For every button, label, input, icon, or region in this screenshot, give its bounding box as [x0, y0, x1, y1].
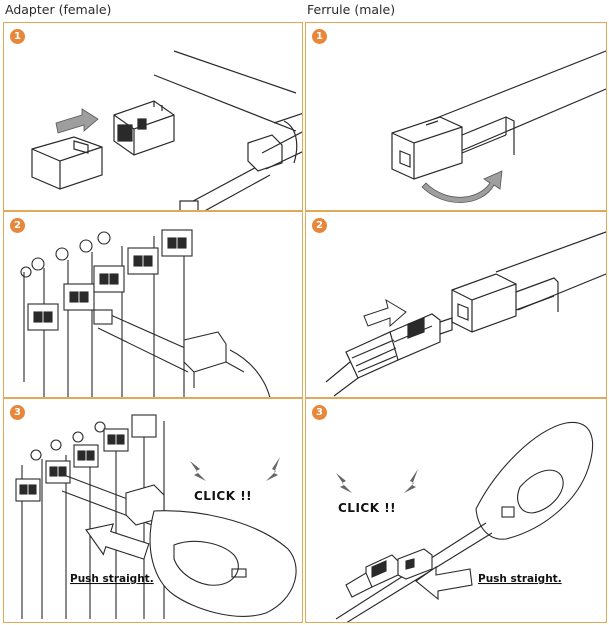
step-number-badge: 1 [312, 29, 327, 44]
adapter-step-2-panel: 2 [3, 211, 303, 398]
lightning-icon [190, 461, 206, 481]
lightning-icon [266, 457, 280, 481]
click-label: CLICK !! [338, 501, 396, 515]
adapter-insert-into-panel-illustration [20, 229, 271, 397]
adapter-click-install-illustration: CLICK !! Push straight. [15, 414, 297, 619]
push-direction-arrow-icon [415, 565, 473, 601]
ferrule-connect-illustration [325, 231, 606, 397]
step-number-badge: 2 [10, 218, 25, 233]
adapter-column-title: Adapter (female) [5, 2, 112, 17]
click-label: CLICK !! [194, 489, 252, 503]
rotate-arrow-icon [421, 170, 503, 203]
step-number-badge: 1 [10, 29, 25, 44]
step-number-badge: 2 [312, 218, 327, 233]
push-straight-label: Push straight. [70, 573, 154, 585]
adapter-step-1-panel: 1 [3, 22, 303, 211]
push-straight-label: Push straight. [478, 573, 562, 585]
adapter-remove-dust-cap-illustration [31, 50, 302, 210]
step-number-badge: 3 [10, 405, 25, 420]
push-arrow-icon [363, 298, 407, 328]
ferrule-rotate-cap-illustration [391, 50, 606, 203]
left-arrow-icon [55, 108, 99, 134]
adapter-step-3-panel: 3 CL [3, 398, 303, 623]
ferrule-step-1-panel: 1 [305, 22, 607, 211]
step-number-badge: 3 [312, 405, 327, 420]
push-direction-arrow-icon [85, 523, 150, 560]
ferrule-click-install-illustration: CLICK !! Push straight. [335, 421, 594, 622]
lightning-icon [404, 469, 418, 493]
lightning-icon [336, 473, 352, 493]
ferrule-step-3-panel: 3 CLICK !! Push straight. [305, 398, 607, 623]
ferrule-step-2-panel: 2 [305, 211, 607, 398]
ferrule-column-title: Ferrule (male) [307, 2, 396, 17]
